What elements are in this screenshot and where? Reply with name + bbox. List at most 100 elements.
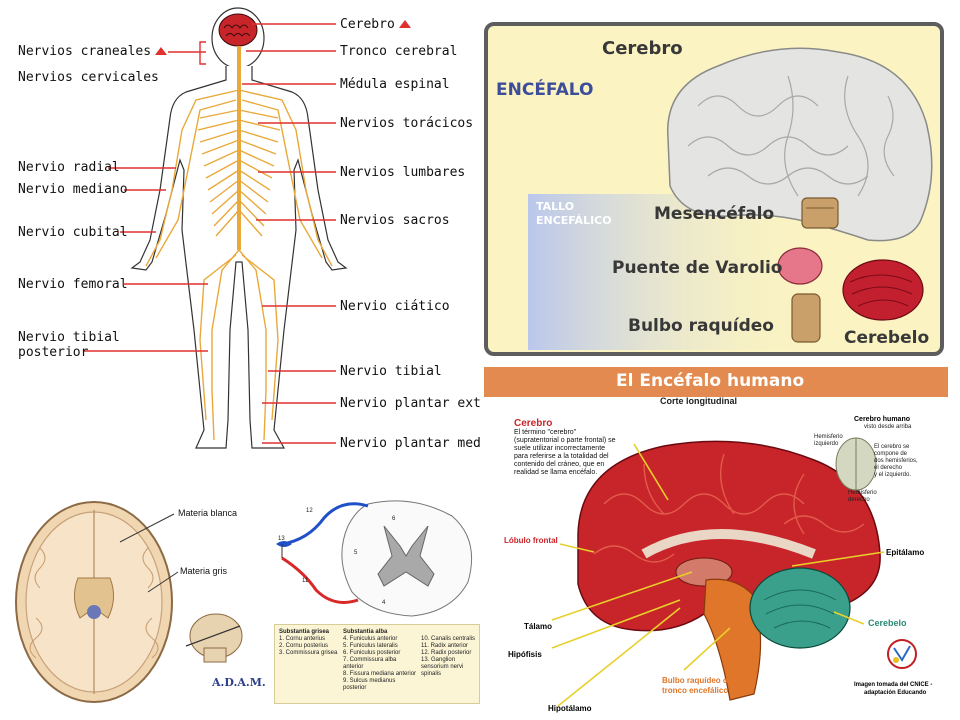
triangle-icon [398, 20, 411, 28]
num-4: 4 [382, 600, 386, 606]
label-nervios-cervicales: Nervios cervicales [18, 70, 159, 85]
triangle-icon [155, 47, 168, 55]
label-hemisferio-derecho: Hemisferio derecho [848, 490, 877, 503]
bulbo-sagittal [703, 578, 762, 701]
label-text: Nervios craneales [18, 44, 152, 59]
legend-col-1-title: Substantia grisea [279, 629, 330, 635]
sagittal-brain-figure: Cerebro El término "cerebro" (supratento… [484, 404, 960, 720]
label-text: Cerebro [340, 17, 395, 32]
legend-col-3: 10. Canalis centralis 11. Radix anterior… [421, 636, 479, 678]
label-nervio-tibial-posterior-1: Nervio tibial [18, 330, 120, 345]
label-hemisferio-izquierdo: Hemisferio izquierdo [814, 434, 843, 447]
credit-line-1: Imagen tomada del CNICE - [854, 682, 933, 688]
label-visto-desde-arriba: visto desde arriba [864, 424, 912, 430]
desc-line: (supratentorial o parte frontal) se [514, 437, 616, 444]
tallo-box [528, 194, 828, 350]
cerebro-shape [667, 47, 933, 242]
label-nervio-tibial: Nervio tibial [340, 364, 442, 379]
legend-item: 10. Canalis centralis [421, 636, 476, 642]
label-nervio-mediano: Nervio mediano [18, 182, 128, 197]
banner-encefalo-humano: El Encéfalo humano [484, 367, 948, 397]
label-cerebro-title: Cerebro [514, 418, 553, 429]
left-pointers [84, 41, 208, 352]
label-tallo-1: TALLO [536, 200, 575, 213]
bulbo-shape [791, 293, 821, 343]
spinal-legend: Substantia grisea 1. Cornu anterius 2. C… [274, 624, 480, 704]
peripheral-nerves [145, 89, 333, 441]
desc-line: suele utilizar incorrectamente [514, 445, 606, 452]
label-cerebelo: Cerebelo [844, 328, 930, 348]
label-cerebelo-sagittal: Cerebelo [868, 618, 907, 628]
label-nervio-femoral: Nervio femoral [18, 277, 128, 292]
encefalo-illustration [528, 47, 933, 350]
label-nervio-cubital: Nervio cubital [18, 225, 128, 240]
label-nervio-radial: Nervio radial [18, 160, 120, 175]
label-nervios-sacros: Nervios sacros [340, 213, 450, 228]
label-talamo: Tálamo [524, 622, 553, 631]
adam-logo: A.D.A.M. [212, 676, 266, 689]
legend-item: 11. Radix anterior [421, 643, 468, 649]
num-12: 12 [306, 508, 313, 514]
desc-line: para referirse a la totalidad del [514, 453, 609, 460]
credit-line-2: adaptación Educando [864, 690, 927, 696]
legend-col-2-title: Substantia alba [343, 629, 388, 635]
legend-item: 5. Funiculus lateralis [343, 643, 398, 649]
num-6: 6 [392, 516, 396, 522]
desc-line: realidad se llama encéfalo. [514, 469, 598, 476]
label-nervios-toracicos: Nervios torácicos [340, 116, 474, 131]
num-5: 5 [354, 550, 358, 556]
spinal-cord-figure: 12 13 11 5 6 4 Substantia grisea 1. Corn… [272, 496, 484, 708]
legend-item: 6. Funiculus posterior [343, 650, 401, 656]
label-nervio-plantar-externo: Nervio plantar exter [340, 396, 480, 411]
num-13: 13 [278, 536, 285, 542]
num-11: 11 [302, 578, 309, 584]
legend-item: 4. Funiculus anterior [343, 636, 398, 642]
puente-shape [777, 247, 823, 285]
cnice-logo [887, 639, 917, 669]
label-epitalamo: Epitálamo [886, 548, 925, 557]
desc-line: dos hemisferios, [874, 458, 918, 464]
head-brain [218, 13, 258, 47]
label-puente-varolio: Puente de Varolio [612, 258, 783, 278]
label-bulbo-raquideo-2: tronco encefálico [662, 686, 729, 695]
label-hipotalamo: Hipotálamo [548, 704, 592, 713]
legend-col-2: Substantia alba 4. Funiculus anterior 5.… [343, 629, 417, 692]
label-nervios-craneales: Nervios craneales [18, 44, 168, 59]
subtitle-corte-longitudinal: Corte longitudinal [660, 396, 737, 406]
label-hipofisis: Hipófisis [508, 650, 542, 659]
label-cerebro-humano: Cerebro humano [854, 416, 911, 423]
label-bulbo-raquideo: Bulbo raquídeo [628, 316, 774, 336]
label-nervio-tibial-posterior-2: posterior [18, 345, 89, 360]
mesencefalo-shape [801, 197, 839, 229]
legend-item: 9. Sulcus medianus posterior [343, 678, 396, 691]
axial-slice-illustration [15, 501, 243, 703]
encefalo-panel: Cerebro ENCÉFALO TALLO ENCEFÁLICO Mesenc… [484, 22, 944, 356]
label-bulbo-raquideo-1: Bulbo raquídeo o [662, 676, 728, 685]
spinal-cord-illustration [276, 500, 473, 617]
body-outline [84, 7, 348, 449]
legend-item: 7. Commissura alba anterior [343, 657, 397, 670]
label-medula-espinal: Médula espinal [340, 77, 450, 92]
legend-col-1: Substantia grisea 1. Cornu anterius 2. C… [279, 629, 339, 657]
label-nervio-ciatico: Nervio ciático [340, 299, 450, 314]
desc-line: y el izquierdo. [874, 472, 912, 478]
label-lobulo-frontal: Lóbulo frontal [504, 536, 558, 545]
label-tallo-2: ENCEFÁLICO [536, 214, 612, 227]
desc-line: El término "cerebro" [514, 429, 577, 436]
label-nervio-plantar-medio: Nervio plantar medio [340, 436, 480, 451]
label-nervios-lumbares: Nervios lumbares [340, 165, 466, 180]
legend-item: 3. Commissura grisea [279, 650, 338, 656]
label-encefalo: ENCÉFALO [496, 80, 594, 100]
right-pointers [242, 23, 336, 444]
axial-slice-figure: Materia blanca Materia gris A.D.A.M. [0, 488, 270, 718]
cerebelo-sagittal [749, 567, 851, 649]
desc-line: el derecho [874, 465, 903, 471]
cerebelo-shape [842, 259, 924, 321]
desc-line: El cerebro se [874, 444, 910, 450]
cerebro-description: El término "cerebro" (supratentorial o p… [514, 429, 634, 477]
cerebro-halves-description: El cerebro se compone de dos hemisferios… [874, 444, 934, 479]
legend-item: 1. Cornu anterius [279, 636, 326, 642]
label-tronco-cerebral: Tronco cerebral [340, 44, 458, 59]
legend-item: 2. Cornu posterius [279, 643, 329, 649]
label-materia-blanca: Materia blanca [178, 508, 238, 518]
